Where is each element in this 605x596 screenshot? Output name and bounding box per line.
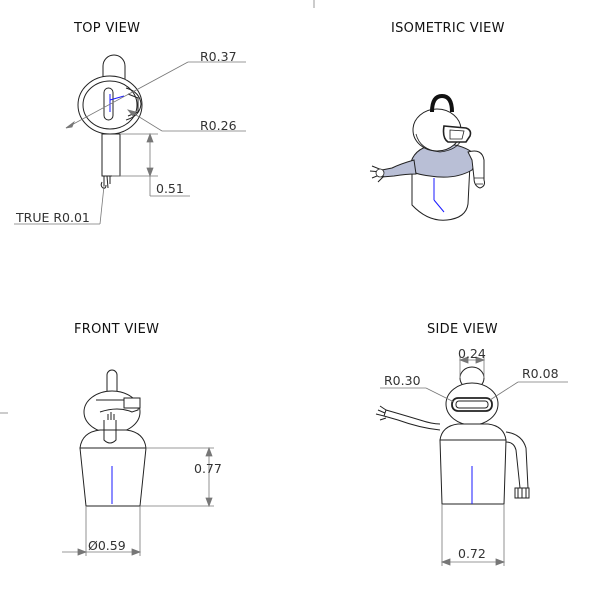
isometric-view-drawing [369,93,485,221]
front-view-drawing [79,369,147,507]
dim-side-072: 0.72 [458,546,486,561]
side-view-dimensions [380,356,568,566]
dim-top-051: 0.51 [156,181,184,196]
dim-top-true-r001: TRUE R0.01 [15,210,90,225]
front-view-dimensions [62,446,214,556]
top-view-drawing [77,54,143,189]
isometric-view-title: ISOMETRIC VIEW [391,21,505,36]
top-view-dimensions [14,61,246,225]
front-view-title: FRONT VIEW [74,322,160,337]
dim-top-r037: R0.37 [200,49,237,64]
side-view-drawing [375,366,530,505]
dim-front-077: 0.77 [194,461,222,476]
top-view-title: TOP VIEW [74,21,141,36]
dim-top-r026: R0.26 [200,118,237,133]
side-view-title: SIDE VIEW [427,322,498,337]
dim-front-dia059: Ø0.59 [88,538,126,553]
dim-side-r008: R0.08 [522,366,559,381]
dim-side-024: 0.24 [458,346,486,361]
dim-side-r030: R0.30 [384,373,421,388]
